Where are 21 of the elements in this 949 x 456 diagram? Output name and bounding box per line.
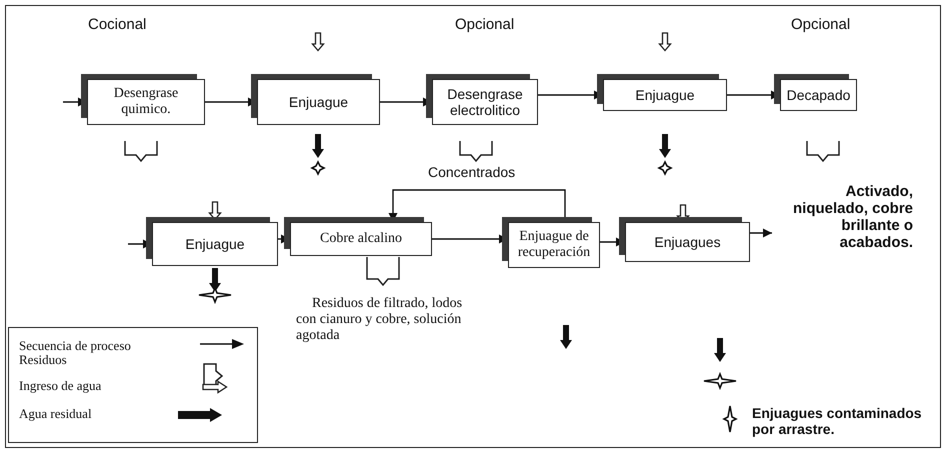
- note-text: Concentrados: [428, 164, 516, 180]
- optional-label: Opcional: [791, 16, 850, 33]
- process-label: Enjuague: [634, 86, 696, 104]
- optional-label: Opcional: [455, 16, 514, 33]
- process-label: Decapado: [786, 86, 852, 104]
- process-label: Enjuague: [288, 94, 350, 110]
- process-label: Enjuague: [184, 236, 246, 252]
- legend-label: Secuencia de proceso: [19, 338, 131, 354]
- legend-label: Agua residual: [19, 406, 92, 422]
- optional-label: Cocional: [88, 16, 146, 33]
- process-label: Desengrase electrolitico: [446, 86, 524, 118]
- process-label: Cobre alcalino: [318, 230, 404, 248]
- note-text: Enjuagues contaminados por arrastre.: [752, 405, 923, 438]
- note-text: Residuos de filtrado, lodos con cianuro y cobre, solución agotada: [296, 296, 464, 344]
- process-label: Enjuague de recuperación: [516, 228, 592, 262]
- legend-label: Ingreso de agua: [19, 378, 102, 394]
- process-label: Desengrase quimico.: [112, 86, 180, 118]
- output-label: Activado, niquelado, cobre brillante o acabados.: [792, 182, 914, 252]
- process-label: Enjuagues: [653, 234, 722, 250]
- legend-label: Residuos: [19, 352, 67, 368]
- process-arrow: [750, 228, 772, 238]
